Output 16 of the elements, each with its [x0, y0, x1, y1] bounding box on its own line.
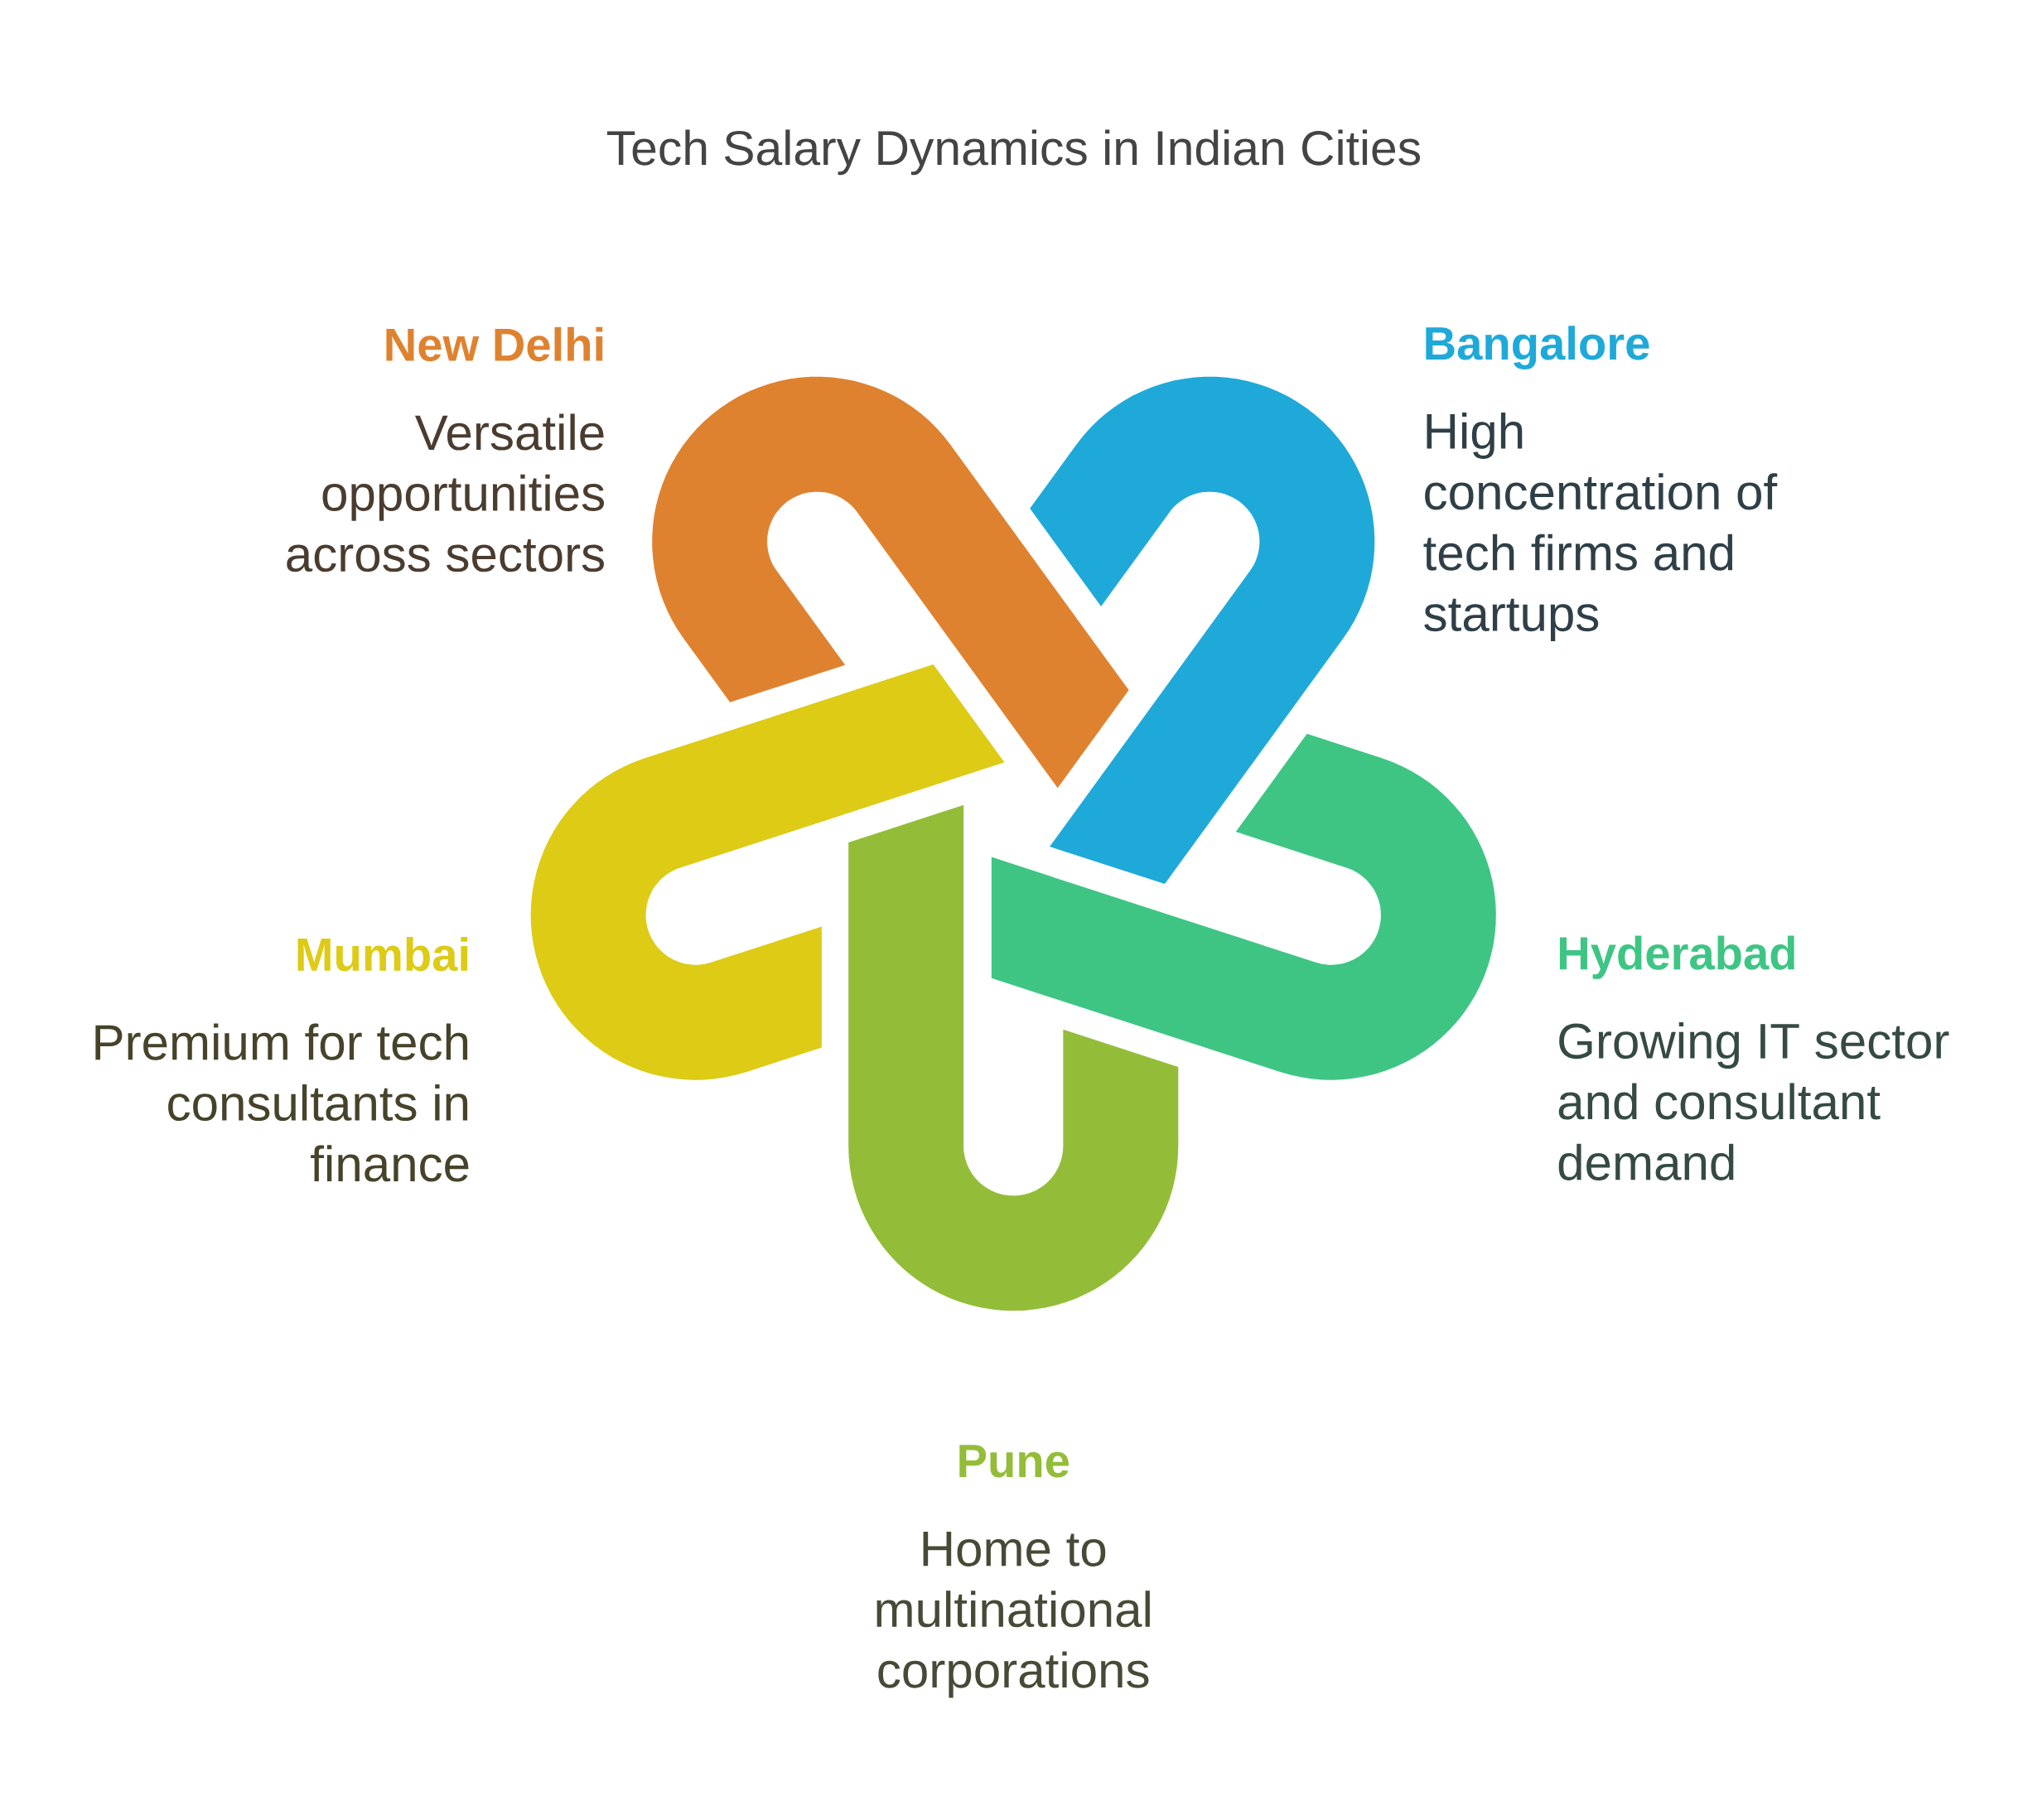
u-shaped-band — [652, 376, 1129, 789]
description-text: Growing IT sector and consultant demand — [1558, 1022, 1949, 1181]
city-heading: Pune — [959, 1445, 1070, 1478]
description-text: Premium for tech consultants in finance — [95, 1023, 469, 1182]
u-shaped-band — [991, 734, 1496, 1080]
title: Tech Salary Dynamics in Indian Cities — [607, 129, 1421, 176]
description-text: Versatile opportunities across sectors — [287, 413, 604, 572]
city-heading: Hyderabad — [1559, 935, 1794, 979]
description-text: Home to multinational corporations — [876, 1532, 1150, 1698]
city-heading: Bangalore — [1426, 326, 1649, 370]
u-shaped-band — [530, 664, 1005, 1080]
description-text: High concentration of tech firms and startups — [1423, 413, 1778, 642]
city-heading: New Delhi — [386, 327, 603, 362]
u-shaped-band — [848, 804, 1179, 1311]
city-heading: Mumbai — [297, 937, 468, 972]
u-shaped-band — [1030, 376, 1375, 885]
